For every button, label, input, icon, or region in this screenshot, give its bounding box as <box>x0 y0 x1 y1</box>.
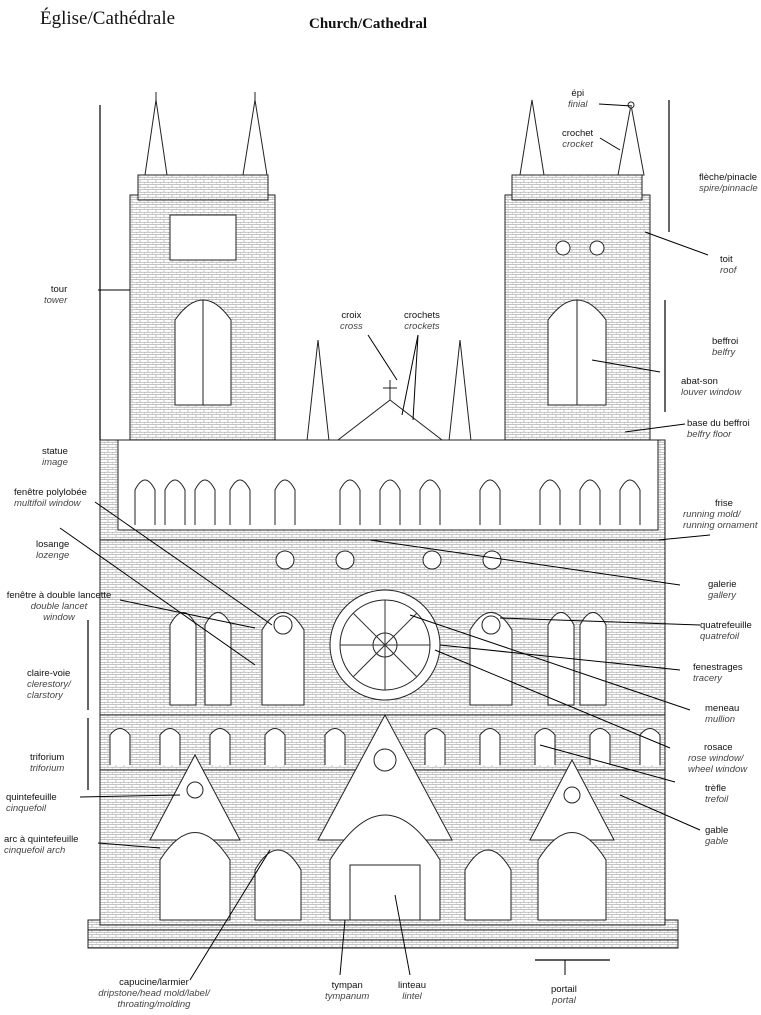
central-gable <box>305 339 473 451</box>
leader-lines <box>59 103 711 981</box>
portals <box>149 713 615 921</box>
brackets <box>87 100 670 961</box>
title-english: Church/Cathedral <box>309 16 428 32</box>
title-french: Église/Cathédrale <box>40 8 176 29</box>
